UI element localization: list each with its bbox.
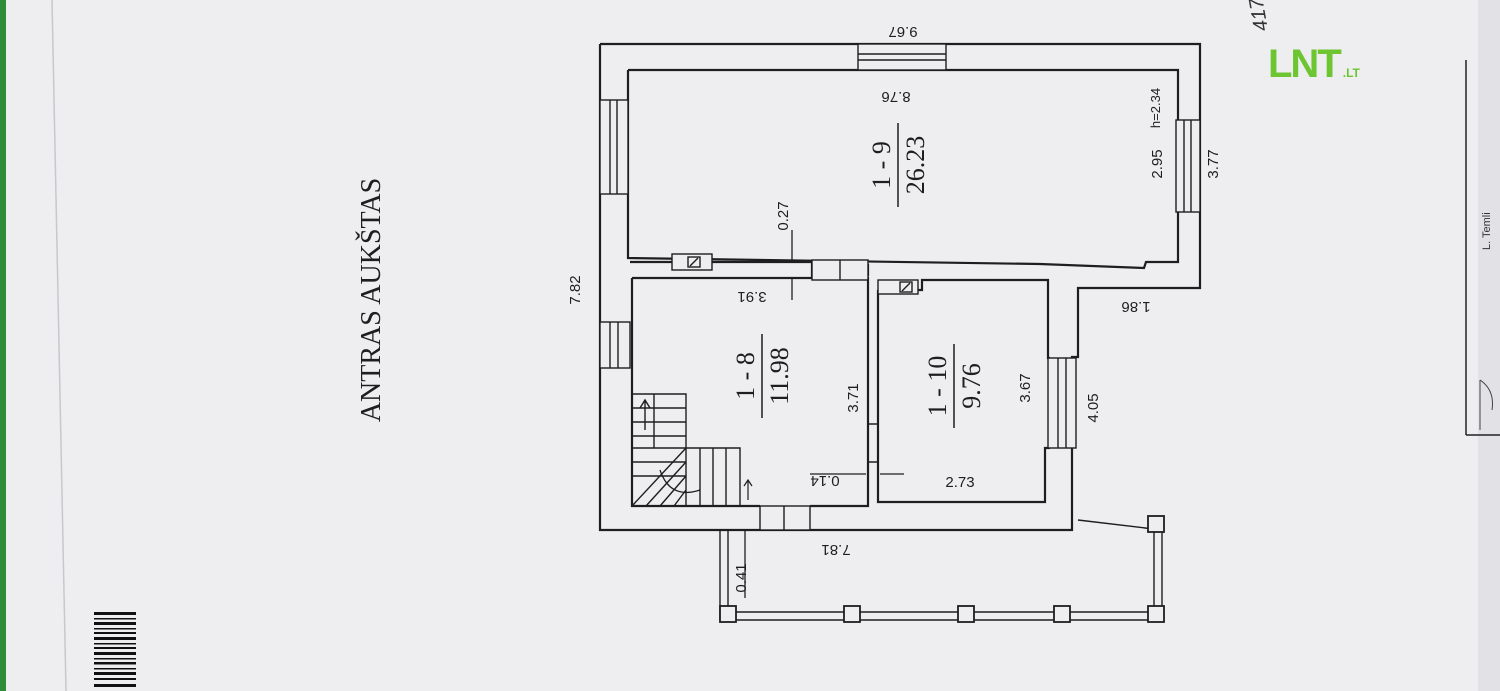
balcony-posts [719, 515, 1165, 623]
dim-left-outer: 7.82 [567, 275, 584, 304]
room-1-8-area: 11.98 [765, 347, 794, 405]
dim-step-right: 1.86 [1121, 298, 1150, 315]
dim-room8-height: 3.71 [845, 383, 862, 412]
dim-outer-top: 9.67 [888, 23, 917, 40]
room-1-8-label: 1 - 8 11.98 [731, 334, 794, 418]
window-left-lower [599, 321, 631, 369]
door-room-1-9 [811, 259, 869, 281]
window-top [857, 43, 947, 71]
dim-partition: 0.14 [810, 472, 839, 489]
dim-height-note: h=2.34 [1148, 88, 1163, 128]
door-balcony [759, 505, 811, 531]
dim-room10-width: 2.73 [945, 474, 974, 491]
chimney-lower [877, 279, 919, 295]
window-right-lower [1047, 357, 1077, 449]
dim-inner-top: 8.76 [881, 88, 910, 105]
dim-right-outer: 3.77 [1205, 149, 1222, 178]
room-1-9-wall [628, 68, 1180, 120]
room-1-10-label: 1 - 10 9.76 [923, 344, 986, 428]
dim-room10-height: 3.67 [1017, 373, 1034, 402]
stair-direction-icon [659, 469, 701, 494]
dim-balcony-offset: 0.41 [733, 563, 750, 592]
lnt-logo: LNT .LT [1268, 40, 1418, 84]
dim-right-lower: 4.05 [1085, 393, 1102, 422]
window-right [1175, 119, 1201, 213]
chimney-upper [671, 253, 713, 271]
room-1-9-id: 1 - 9 [867, 141, 896, 189]
window-left-upper [599, 99, 629, 195]
dim-room8-width: 3.91 [737, 288, 766, 305]
room-1-10-wall [876, 290, 1050, 504]
dim-right-inner: 2.95 [1149, 149, 1166, 178]
dim-wall-027: 0.27 [775, 201, 792, 230]
paper-page [6, 0, 1500, 691]
room-1-10-id: 1 - 10 [923, 356, 952, 417]
staircase [631, 393, 741, 507]
room-1-9-area: 26.23 [901, 136, 930, 195]
floor-plan [598, 42, 1202, 623]
stair-arrow-icon [639, 398, 651, 430]
floor-title: ANTRAS AUKŠTAS [356, 178, 387, 422]
barcode [94, 612, 136, 687]
room-1-10-area: 9.76 [957, 363, 986, 409]
room-1-9-label: 1 - 9 26.23 [867, 123, 930, 207]
logo-main-text: LNT [1268, 42, 1342, 86]
room-1-8-id: 1 - 8 [731, 352, 760, 400]
dim-balcony-width: 7.81 [821, 541, 850, 558]
svg-text:L. Temli: L. Temli [1481, 212, 1493, 250]
logo-sub-text: .LT [1342, 66, 1360, 80]
